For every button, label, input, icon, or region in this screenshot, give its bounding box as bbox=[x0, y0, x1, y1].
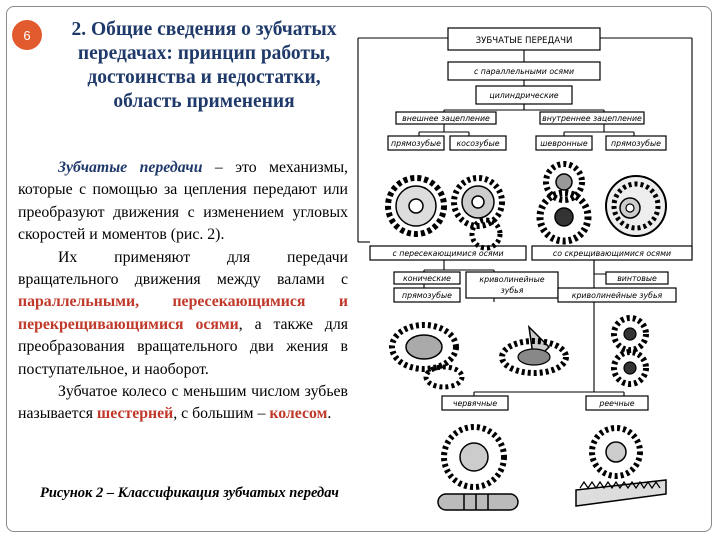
paragraph-pinion: Зубчатое колесо с меньшим числом зубьев … bbox=[18, 381, 348, 426]
box-screw bbox=[605, 271, 669, 285]
label-screw: винтовые bbox=[617, 274, 657, 283]
label-straight3: прямозубые bbox=[402, 291, 452, 300]
label-straight: прямозубые bbox=[391, 139, 441, 148]
box-cylindrical bbox=[475, 85, 573, 105]
box-rack bbox=[585, 395, 649, 411]
label-cylindrical: цилиндрические bbox=[489, 91, 558, 100]
label-straight2: прямозубые bbox=[611, 139, 661, 148]
box-crossing-axes bbox=[531, 245, 693, 261]
paragraph2-end: , а также для преобразования вращательно… bbox=[18, 315, 348, 378]
paragraph-application: Их применяют для передачи вращательного … bbox=[18, 247, 348, 381]
rack-pinion-icon bbox=[575, 425, 667, 507]
paragraph3-end: . bbox=[327, 405, 332, 423]
gear-classification-diagram: ЗУБЧАТЫЕ ПЕРЕДАЧИ с параллельными осями … bbox=[357, 27, 693, 511]
box-conical bbox=[393, 271, 461, 285]
label-curved2: зубья bbox=[501, 286, 524, 295]
slide-number-badge: 6 bbox=[12, 20, 42, 50]
box-straight-teeth bbox=[387, 135, 445, 151]
label-external: внешнее зацепление bbox=[402, 114, 490, 123]
wheel-highlight: колесом bbox=[269, 405, 328, 423]
slide-title: 2. Общие сведения о зубчатых передачах: … bbox=[71, 19, 337, 112]
label-rack: реечные bbox=[598, 399, 634, 408]
label-internal: внутреннее зацепление bbox=[542, 114, 642, 123]
label-curved-teeth: криволинейные зубья bbox=[572, 291, 663, 300]
label-root: ЗУБЧАТЫЕ ПЕРЕДАЧИ bbox=[476, 36, 573, 46]
label-intersecting: с пересекающимися осями bbox=[392, 249, 503, 258]
herringbone-gear-icon bbox=[536, 161, 592, 245]
label-herringbone: шевронные bbox=[540, 139, 588, 148]
box-internal-mesh bbox=[539, 111, 645, 125]
slide-frame bbox=[6, 6, 712, 532]
box-helical bbox=[449, 135, 507, 151]
label-curved: криволинейные bbox=[479, 275, 544, 284]
spur-gear-icon bbox=[385, 175, 447, 237]
figure-caption: Рисунок 2 – Классификация зубчатых перед… bbox=[40, 485, 339, 501]
box-root bbox=[447, 27, 601, 51]
paragraph-definition: Зубчатые передачи – это механизмы, котор… bbox=[18, 157, 348, 247]
box-external-mesh bbox=[395, 111, 497, 125]
paragraph1-text: – это механизмы, которые с помощью за це… bbox=[18, 159, 349, 244]
box-worm bbox=[441, 395, 509, 411]
spiral-bevel-gear-icon bbox=[499, 324, 569, 376]
diagram-connectors bbox=[357, 37, 693, 398]
label-parallel: с параллельными осями bbox=[474, 67, 574, 76]
label-conical: конические bbox=[403, 274, 451, 283]
worm-gear-icon bbox=[437, 424, 519, 511]
internal-gear-icon bbox=[605, 175, 667, 237]
label-crossing: со скрещивающимися осями bbox=[553, 249, 671, 258]
body-text: Зубчатые передачи – это механизмы, котор… bbox=[18, 157, 348, 426]
paragraph3-mid: , с большим – bbox=[173, 405, 270, 423]
box-curved-teeth-2 bbox=[557, 287, 677, 303]
bevel-gear-icon bbox=[389, 322, 465, 390]
box-straight-teeth-3 bbox=[393, 287, 461, 303]
paragraph3-start: Зубчатое колесо с меньшим числом зубьев … bbox=[18, 383, 348, 423]
box-herringbone bbox=[535, 135, 593, 151]
axes-highlight: параллельными, пересекающимися и перекре… bbox=[18, 293, 348, 333]
pinion-highlight: шестерней bbox=[96, 405, 174, 423]
box-straight-teeth-2 bbox=[605, 135, 667, 151]
helical-gear-icon bbox=[451, 175, 505, 251]
box-curved-teeth bbox=[465, 271, 559, 299]
paragraph2-start: Их применяют для передачи вращательного … bbox=[18, 248, 348, 289]
diagram-boxes bbox=[369, 27, 693, 411]
term-gear-transmissions: Зубчатые передачи bbox=[58, 159, 203, 176]
crossed-helical-gear-icon bbox=[611, 315, 649, 387]
box-parallel-axes bbox=[447, 61, 601, 81]
gear-illustrations bbox=[385, 161, 667, 511]
label-worm: червячные bbox=[453, 399, 497, 408]
label-helical: косозубые bbox=[456, 139, 499, 148]
diagram-labels: ЗУБЧАТЫЕ ПЕРЕДАЧИ с параллельными осями … bbox=[391, 36, 671, 408]
